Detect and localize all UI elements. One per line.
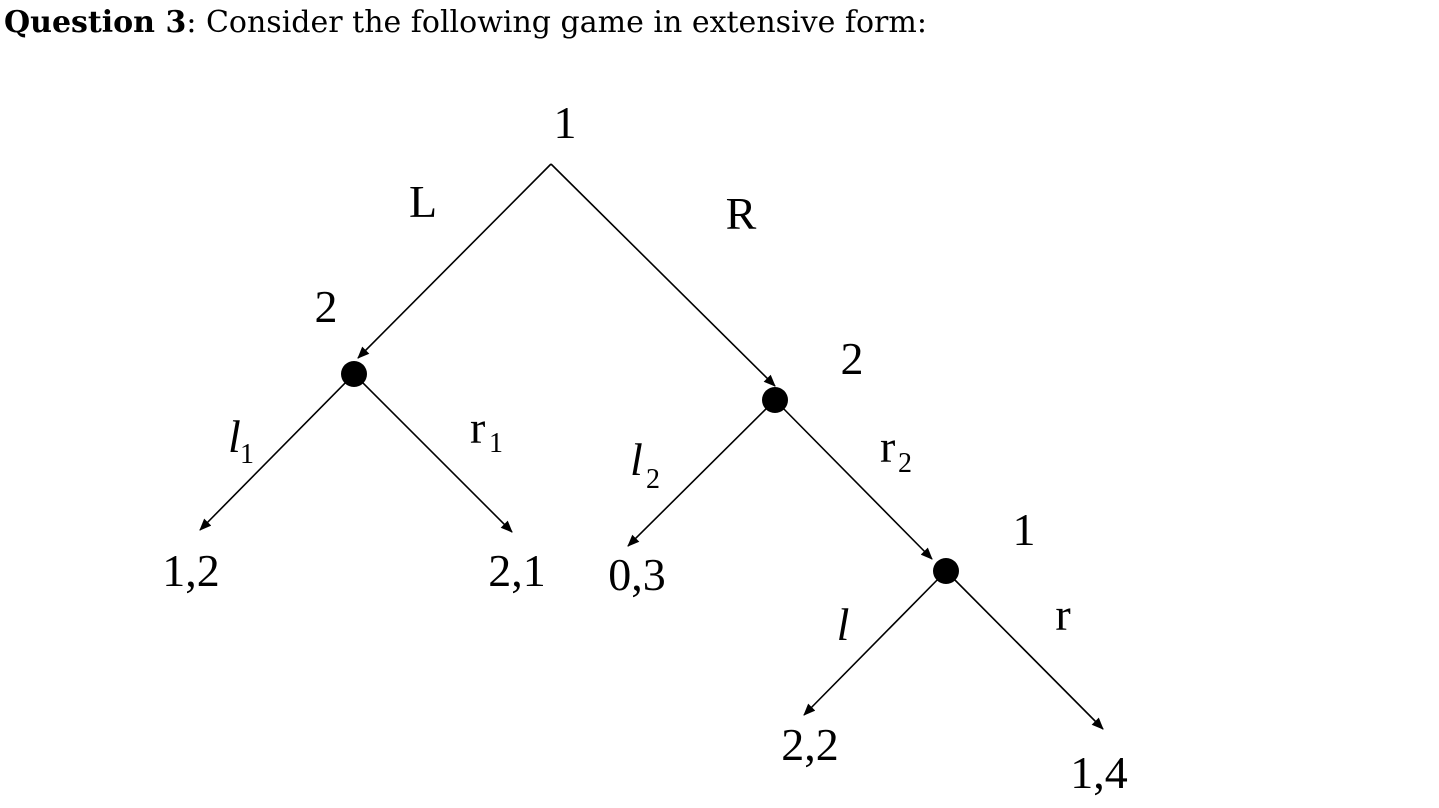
- action-label-r1-base: r: [470, 402, 485, 453]
- action-label-l2-base: l: [630, 434, 643, 485]
- edge-l2: [627, 399, 776, 547]
- edge-l1: [199, 373, 355, 531]
- action-label-l2: l 2: [630, 434, 660, 495]
- decision-node-right: [762, 387, 788, 413]
- player-label-right: 2: [841, 333, 864, 384]
- action-label-l2-sub: 2: [646, 464, 660, 495]
- payoff-L-l1: 1,2: [162, 545, 220, 596]
- action-label-r1: r 1: [470, 402, 503, 459]
- edge-r2: [774, 399, 933, 560]
- action-label-r2: r 2: [880, 421, 912, 479]
- action-label-r2-sub: 2: [898, 448, 912, 479]
- payoff-R-r2-r: 1,4: [1070, 747, 1128, 798]
- player-label-deep: 1: [1013, 504, 1036, 555]
- question-text: : Consider the following game in extensi…: [186, 5, 927, 40]
- action-label-r2-base: r: [880, 421, 895, 472]
- payoff-L-r1: 2,1: [488, 545, 546, 596]
- edge-R: [550, 163, 776, 387]
- question-heading: Question 3: Consider the following game …: [4, 2, 927, 44]
- action-label-l1-base: l: [228, 411, 241, 462]
- decision-node-left: [341, 361, 367, 387]
- edge-r1: [353, 373, 513, 533]
- payoff-R-l2: 0,3: [608, 549, 666, 600]
- action-label-l1-sub: 1: [240, 439, 254, 470]
- decision-node-deep: [933, 558, 959, 584]
- payoff-R-r2-l: 2,2: [781, 719, 839, 770]
- question-label: Question 3: [4, 5, 187, 40]
- player-label-left: 2: [315, 281, 338, 332]
- edge-l: [803, 570, 947, 716]
- action-label-r: r: [1055, 589, 1070, 640]
- action-label-l: l: [837, 599, 850, 650]
- action-label-L: L: [409, 176, 437, 227]
- action-label-R: R: [726, 188, 757, 239]
- action-label-r1-sub: 1: [489, 428, 503, 459]
- edge-r: [945, 570, 1104, 730]
- player-label-root: 1: [554, 97, 577, 148]
- action-label-l1: l 1: [228, 411, 254, 470]
- edge-L: [357, 163, 552, 359]
